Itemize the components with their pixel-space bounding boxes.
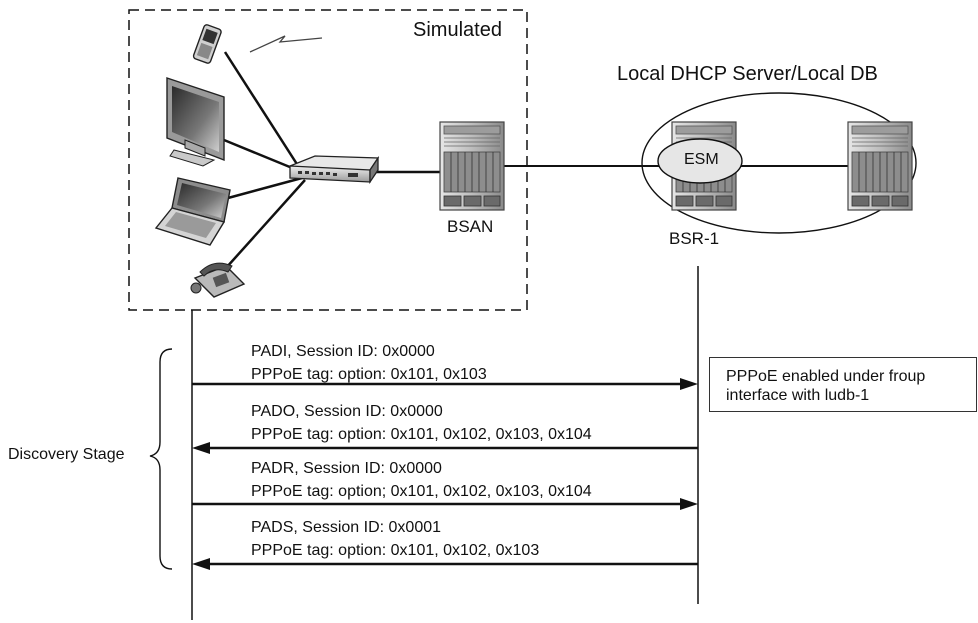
message-pads-line2: PPPoE tag: option: 0x101, 0x102, 0x103 xyxy=(251,542,540,559)
esm-label: ESM xyxy=(684,151,719,168)
wireless-signal-icon xyxy=(249,35,323,53)
pppoe-note-box: PPPoE enabled under froup interface with… xyxy=(709,357,977,412)
bsr1-label: BSR-1 xyxy=(669,229,720,248)
message-padi: PADI, Session ID: 0x0000 PPPoE tag: opti… xyxy=(251,340,487,386)
message-pads-line1: PADS, Session ID: 0x0001 xyxy=(251,519,442,536)
laptop-icon xyxy=(154,177,231,246)
message-pads: PADS, Session ID: 0x0001 PPPoE tag: opti… xyxy=(251,516,539,562)
dhcp-server-router-icon xyxy=(847,121,913,211)
local-dhcp-ellipse xyxy=(641,92,917,234)
local-dhcp-label: Local DHCP Server/Local DB xyxy=(617,63,878,85)
pads-arrowhead xyxy=(192,558,210,570)
padr-arrowhead xyxy=(680,498,698,510)
telephone-icon xyxy=(190,262,246,298)
pppoe-note-line1: PPPoE enabled under froup xyxy=(726,368,926,385)
switch-icon xyxy=(288,155,380,185)
simulated-label: Simulated xyxy=(413,19,502,41)
message-padr-line1: PADR, Session ID: 0x0000 xyxy=(251,460,442,477)
message-pado: PADO, Session ID: 0x0000 PPPoE tag: opti… xyxy=(251,400,592,446)
arrowheads xyxy=(192,378,698,570)
message-padr-line2: PPPoE tag: option; 0x101, 0x102, 0x103, … xyxy=(251,483,592,500)
esm-ellipse xyxy=(657,138,743,184)
padi-arrowhead xyxy=(680,378,698,390)
device-links xyxy=(223,51,306,269)
bsan-router-icon xyxy=(439,121,505,211)
message-padi-line2: PPPoE tag: option: 0x101, 0x103 xyxy=(251,366,487,383)
discovery-stage-brace xyxy=(149,348,173,570)
message-padr: PADR, Session ID: 0x0000 PPPoE tag: opti… xyxy=(251,457,592,503)
simulated-region xyxy=(128,9,528,311)
mobile-phone-icon xyxy=(192,24,222,64)
message-padi-line1: PADI, Session ID: 0x0000 xyxy=(251,343,435,360)
message-pado-line2: PPPoE tag: option: 0x101, 0x102, 0x103, … xyxy=(251,426,592,443)
pado-arrowhead xyxy=(192,442,210,454)
pppoe-note-line2: interface with ludb-1 xyxy=(726,387,870,404)
discovery-stage-label: Discovery Stage xyxy=(8,446,125,463)
desktop-monitor-icon xyxy=(166,77,225,167)
message-arrows xyxy=(192,382,698,566)
bsan-label: BSAN xyxy=(447,217,494,236)
message-pado-line1: PADO, Session ID: 0x0000 xyxy=(251,403,443,420)
